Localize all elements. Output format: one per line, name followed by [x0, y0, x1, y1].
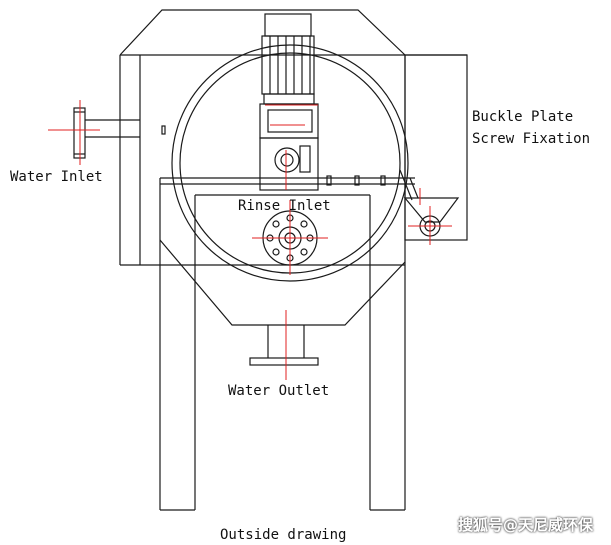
spray-nozzle [403, 177, 460, 237]
drawing-caption: Outside drawing [220, 527, 347, 543]
water-inlet-label: Water Inlet [10, 169, 103, 185]
buckle-plate-label-line2: Screw Fixation [472, 131, 591, 147]
water-outlet-pipe [249, 325, 319, 366]
drum-shaft [160, 169, 415, 201]
rinse-inlet-label: Rinse Inlet [238, 198, 331, 214]
buckle-plate-label-line1: Buckle Plate [472, 109, 574, 125]
centerlines [48, 100, 452, 380]
lower-hopper [159, 178, 406, 511]
water-outlet-label: Water Outlet [228, 383, 330, 399]
buckle-plate [404, 54, 468, 241]
watermark: 搜狐号@天尼威环保 [458, 516, 594, 534]
drive-motor [259, 13, 319, 191]
